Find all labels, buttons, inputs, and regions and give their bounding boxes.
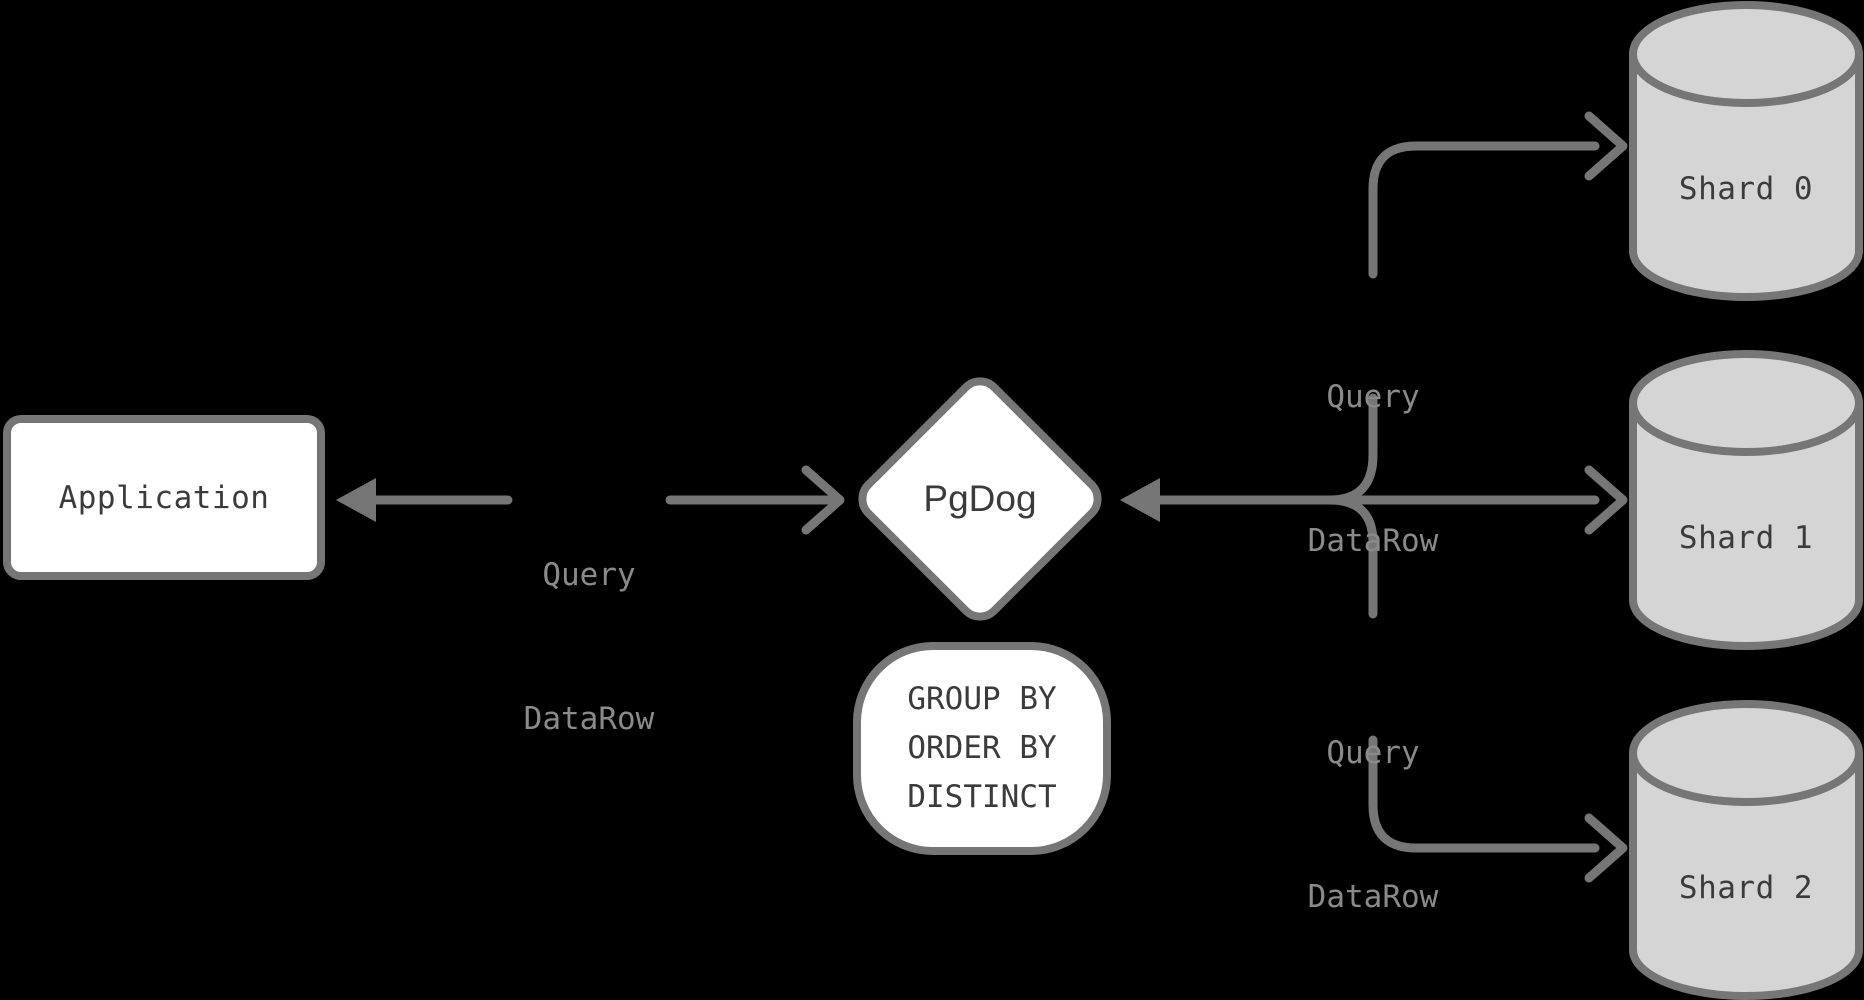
edge-label-pgdog-shard0: Query DataRow <box>1253 277 1493 661</box>
node-shard-0: Shard 0 <box>1629 1 1863 301</box>
edge-branch-shard2-fillet <box>1325 495 1378 619</box>
node-pushdown-operations: GROUP BY ORDER BY DISTINCT <box>853 642 1111 855</box>
node-shard-1-label: Shard 1 <box>1678 520 1814 556</box>
node-shard-2: Shard 2 <box>1629 700 1863 1000</box>
arrowhead-into-pgdog-left-icon <box>801 465 845 535</box>
database-cylinder-icon <box>1629 350 1863 650</box>
pushdown-op-group-by: GROUP BY <box>907 681 1057 717</box>
node-shard-0-label: Shard 0 <box>1678 171 1814 207</box>
arrowhead-into-shard2-icon <box>1584 813 1628 883</box>
edge-label-app-pgdog-line1: Query <box>542 557 636 593</box>
node-application: Application <box>3 415 325 580</box>
node-pgdog: PgDog <box>848 367 1112 631</box>
pushdown-op-distinct: DISTINCT <box>907 779 1057 815</box>
pushdown-op-order-by: ORDER BY <box>907 730 1057 766</box>
edge-label-pgdog-shard2-line1: Query <box>1326 735 1420 771</box>
edge-label-pgdog-shard2: Query DataRow <box>1253 633 1493 1000</box>
edge-label-pgdog-shard2-line2: DataRow <box>1307 879 1439 915</box>
edge-branch-shard2-lower <box>1368 735 1600 853</box>
edge-branch-shard0-upper <box>1368 141 1600 279</box>
edge-label-pgdog-shard0-line1: Query <box>1326 379 1420 415</box>
database-cylinder-icon <box>1629 1 1863 301</box>
arrowhead-into-shard1-icon <box>1584 465 1628 535</box>
arrowhead-into-shard0-icon <box>1584 111 1628 181</box>
database-cylinder-icon <box>1629 700 1863 1000</box>
node-shard-2-label: Shard 2 <box>1678 870 1814 906</box>
arrowhead-into-application-icon <box>336 478 376 522</box>
node-pgdog-label: PgDog <box>923 478 1037 519</box>
edge-label-pgdog-shard0-line2: DataRow <box>1307 523 1439 559</box>
node-application-label: Application <box>58 479 270 516</box>
edge-label-app-pgdog-line2: DataRow <box>523 701 655 737</box>
edge-label-app-pgdog: Query DataRow <box>469 455 709 839</box>
arrowhead-into-pgdog-right-icon <box>1120 478 1160 522</box>
node-shard-1: Shard 1 <box>1629 350 1863 650</box>
